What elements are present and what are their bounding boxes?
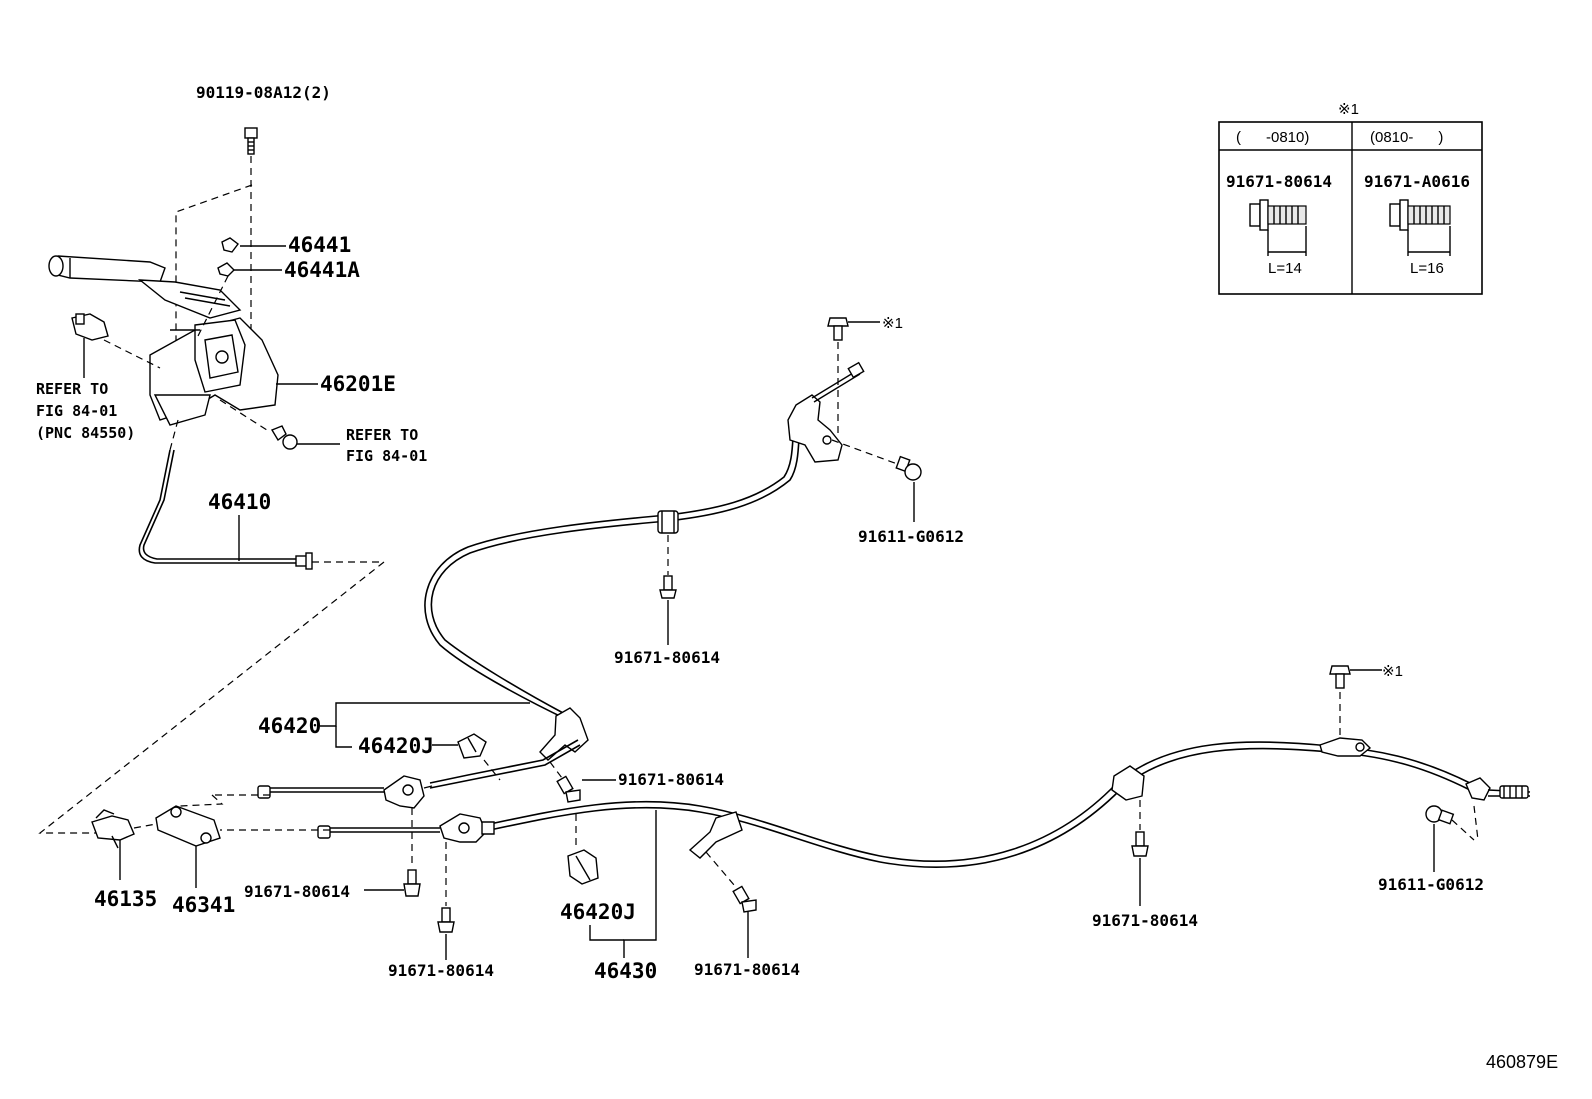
label-91671-a: 91671-80614 bbox=[614, 648, 720, 667]
label-46201E: 46201E bbox=[320, 372, 396, 396]
bolt-drawing-col1 bbox=[1249, 199, 1307, 256]
label-46410: 46410 bbox=[208, 490, 271, 514]
label-91671-d: 91671-80614 bbox=[244, 882, 350, 901]
table-col1-part: 91671-80614 bbox=[1226, 172, 1332, 191]
bolt-91671-e bbox=[437, 842, 455, 960]
label-91671-b: 91671-80614 bbox=[618, 770, 724, 789]
clip-46420J-bottom bbox=[567, 849, 599, 885]
table-col2-length: L=16 bbox=[1410, 260, 1444, 277]
label-star1-top: ※1 bbox=[882, 315, 903, 332]
table-note: ※1 bbox=[1338, 101, 1359, 118]
switch-connector bbox=[71, 313, 109, 341]
bolt-91671-a bbox=[659, 575, 677, 599]
label-46420J-top: 46420J bbox=[358, 734, 434, 758]
bolt-91671-c bbox=[1131, 831, 1149, 857]
table-col2-header: (0810- ) bbox=[1370, 129, 1443, 146]
label-46420: 46420 bbox=[258, 714, 321, 738]
label-91611-top: 91611-G0612 bbox=[858, 527, 964, 546]
label-46441A: 46441A bbox=[284, 258, 360, 282]
label-90119: 90119-08A12(2) bbox=[196, 83, 331, 102]
refer2-line2: FIG 84-01 bbox=[346, 447, 427, 465]
bolt-star-right bbox=[1329, 665, 1351, 689]
bolt-drawing-col2 bbox=[1389, 199, 1451, 256]
equalizer-46341 bbox=[133, 805, 221, 888]
bolt-90119 bbox=[244, 127, 258, 155]
refer1-line1: REFER TO bbox=[36, 380, 108, 398]
table-col1-length: L=14 bbox=[1268, 260, 1302, 277]
label-91671-e: 91671-80614 bbox=[388, 961, 494, 980]
parking-brake-lever-assembly bbox=[38, 127, 386, 834]
label-46441: 46441 bbox=[288, 233, 351, 257]
label-91671-c: 91671-80614 bbox=[1092, 911, 1198, 930]
bolt-91671-f bbox=[732, 885, 757, 913]
clip-46441 bbox=[221, 237, 239, 253]
bolt-star-top bbox=[827, 317, 849, 341]
rear-cable-46430 bbox=[220, 665, 1531, 958]
clip-46420J-top bbox=[457, 733, 487, 759]
bolt-91671-d bbox=[364, 808, 421, 897]
label-91671-f: 91671-80614 bbox=[694, 960, 800, 979]
label-46420J-bottom: 46420J bbox=[560, 900, 636, 924]
bolt-91611-top bbox=[895, 455, 922, 481]
label-46135: 46135 bbox=[94, 887, 157, 911]
mounting-bolt bbox=[219, 399, 298, 450]
refer1-line3: (PNC 84550) bbox=[36, 424, 135, 442]
bolt-91671-b bbox=[556, 775, 581, 803]
rear-cable-46420 bbox=[179, 317, 922, 809]
clip-46441A bbox=[217, 262, 235, 277]
label-91611-right: 91611-G0612 bbox=[1378, 875, 1484, 894]
equalizer-46135 bbox=[91, 809, 135, 880]
table-col2-part: 91671-A0616 bbox=[1364, 172, 1470, 191]
refer1-line2: FIG 84-01 bbox=[36, 402, 117, 420]
refer2-line1: REFER TO bbox=[346, 426, 418, 444]
label-46341: 46341 bbox=[172, 893, 235, 917]
table-col1-header: ( -0810) bbox=[1236, 129, 1309, 146]
label-star1-right: ※1 bbox=[1382, 663, 1403, 680]
bolt-91611-right bbox=[1425, 805, 1455, 825]
label-46430: 46430 bbox=[594, 959, 657, 983]
bolt-variant-table: ※1 ( -0810) (0810- ) 91671-80614 91671-A… bbox=[1218, 101, 1483, 295]
figure-number: 460879E bbox=[1486, 1052, 1558, 1072]
